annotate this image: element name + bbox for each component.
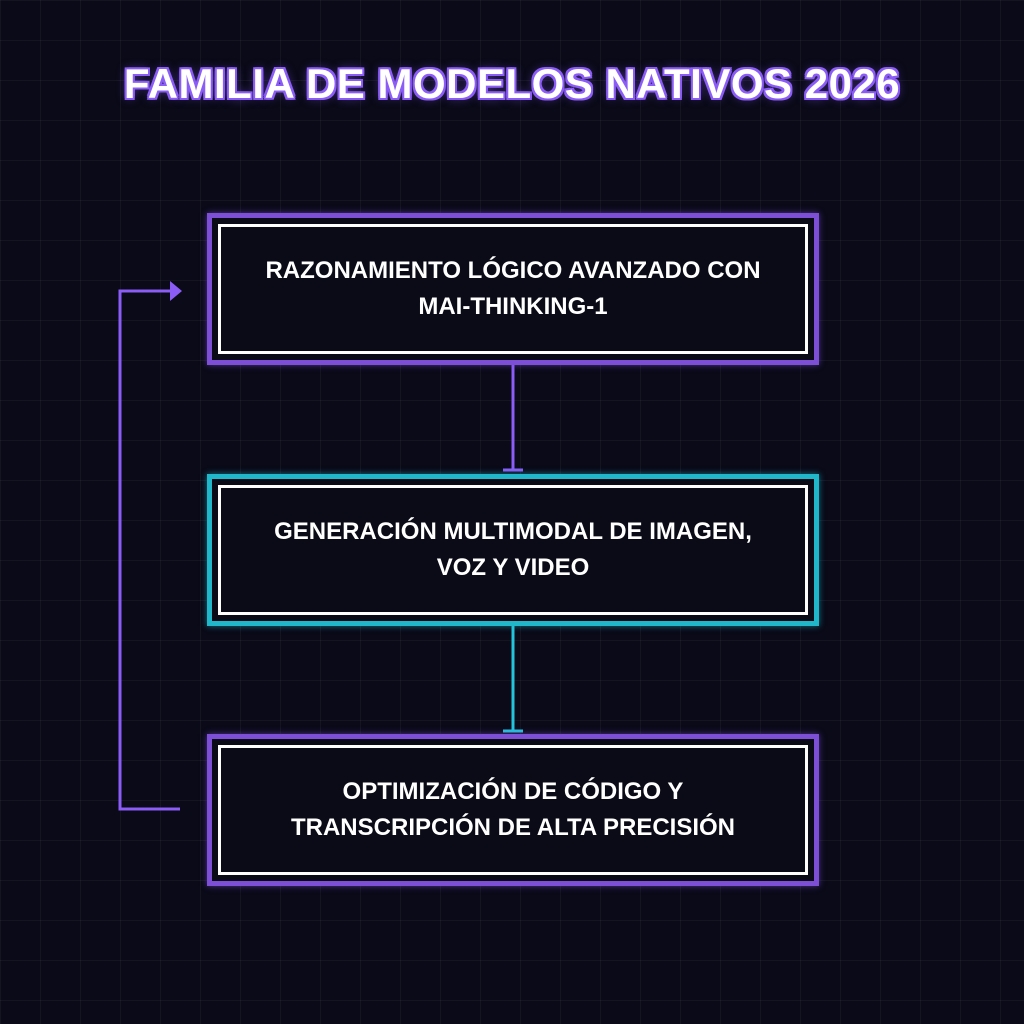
- node-optimizacion-codigo-label: OPTIMIZACIÓN DE CÓDIGO Y TRANSCRIPCIÓN D…: [290, 778, 735, 841]
- diagram-title: FAMILIA DE MODELOS NATIVOS 2026: [123, 60, 901, 107]
- edge-3-to-1-loop: [118, 289, 180, 811]
- node-generacion-multimodal: GENERACIÓN MULTIMODAL DE IMAGEN, VOZ Y V…: [207, 474, 819, 626]
- node-optimizacion-codigo: OPTIMIZACIÓN DE CÓDIGO Y TRANSCRIPCIÓN D…: [207, 734, 819, 886]
- node-generacion-multimodal-label: GENERACIÓN MULTIMODAL DE IMAGEN, VOZ Y V…: [274, 518, 752, 581]
- node-razonamiento: RAZONAMIENTO LÓGICO AVANZADO CON MAI-THI…: [207, 213, 819, 365]
- loop-arrowhead-icon: [170, 281, 182, 301]
- node-razonamiento-label: RAZONAMIENTO LÓGICO AVANZADO CON MAI-THI…: [265, 257, 761, 320]
